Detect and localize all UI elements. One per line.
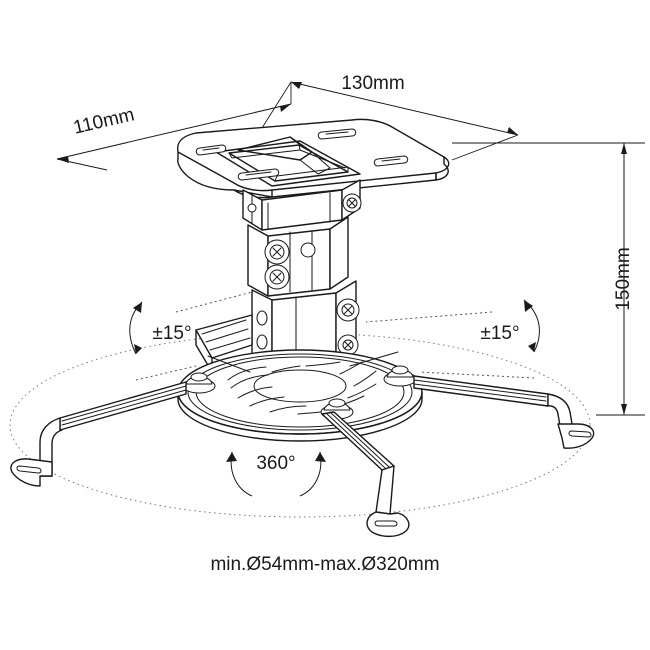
dimension-label-width: 130mm [341, 73, 404, 94]
diameter-range-caption: min.Ø54mm-max.Ø320mm [210, 554, 439, 575]
ceiling-plate-slot-rear-right [317, 128, 357, 140]
hub-boss-left [182, 372, 216, 394]
tilt-pivot-bolt-upper [336, 298, 360, 322]
rotation-arrowhead-left [226, 452, 237, 462]
arrowhead-150mm-top [621, 143, 627, 154]
tilt-left-leader-lower [135, 365, 197, 381]
dimension-height-150mm: 150mm [452, 142, 645, 416]
ceiling-plate-boss-lip-right [299, 149, 346, 169]
rotation-hub-plate [177, 349, 423, 442]
mount-arm-rear [207, 351, 399, 373]
column-hole-mid [300, 242, 316, 258]
mount-arm-left [10, 381, 187, 487]
dimension-width-130mm: 130mm [261, 73, 519, 161]
arm-front-channel-lines [325, 411, 390, 469]
hub-boss-right [383, 365, 417, 387]
column-mid-left [247, 224, 269, 297]
tilt-left-leader [175, 291, 253, 313]
extension-line-130mm-left [261, 81, 292, 129]
dimension-line-110mm [56, 103, 292, 160]
annotation-tilt-right: ±15° [365, 299, 540, 379]
column-knob-upper [264, 239, 290, 265]
ceiling-plate-slot-front-right [373, 155, 409, 167]
ceiling-plate-strut-foot [299, 151, 331, 175]
column-knob-lower [264, 264, 290, 290]
hub-plate-slots [227, 361, 377, 415]
annotation-label-tilt-left: ±15° [152, 323, 191, 344]
ceiling-plate-edge-right [435, 156, 449, 181]
ceiling-plate-strut-fold [289, 136, 313, 153]
ceiling-plate-slot-front-left [237, 168, 280, 181]
tilt-yoke-hole-upper [256, 310, 268, 326]
arrowhead-130mm-start [291, 82, 302, 89]
tilt-wing-left-ribs [201, 319, 251, 351]
arrowhead-150mm-bottom [621, 404, 627, 415]
annotation-tilt-left: ±15° [129, 291, 253, 381]
arrowhead-110mm-end [280, 104, 291, 112]
mount-arm-front [321, 411, 410, 538]
column-mid-right [329, 216, 349, 290]
annotation-label-tilt-right: ±15° [480, 323, 519, 344]
column-collar-bolt-left [247, 203, 257, 213]
hub-plate-ring-1 [187, 353, 413, 431]
tilt-yoke-hole-lower [256, 334, 268, 350]
dimension-label-height: 150mm [613, 247, 634, 310]
tilt-pivot-bolt-lower [337, 334, 359, 356]
tilt-right-arrowhead-bottom [528, 342, 536, 352]
column-collar-bolt-right [342, 193, 362, 213]
mount-arm-right [413, 375, 595, 449]
annotation-rotation-360: 360° [226, 451, 326, 497]
tilt-right-leader-lower [419, 371, 535, 379]
ceiling-plate [176, 118, 450, 199]
arrowhead-130mm-end [507, 127, 518, 135]
tilt-right-arrowhead-top [524, 300, 533, 312]
extension-line-130mm-right [451, 134, 519, 161]
tilt-left-arrowhead-bottom [134, 344, 142, 354]
annotation-label-rotation: 360° [256, 453, 295, 474]
hub-plate-thickness [177, 391, 423, 442]
arm-left-foot-slot [16, 465, 42, 474]
ceiling-plate-slot-rear-left [195, 144, 227, 156]
arm-right-foot-slot [568, 430, 592, 438]
arm-left-channel-lines [61, 385, 187, 426]
extension-line-110mm-left [56, 158, 108, 171]
tilt-right-leader [365, 311, 493, 323]
arm-rear-hint [207, 351, 399, 373]
ceiling-plate-boss-lip-front [274, 166, 349, 182]
dimension-line-130mm [290, 81, 519, 136]
arm-right-channel-lines [413, 379, 547, 402]
hub-plate-center-boss [253, 369, 347, 403]
tilt-left-arrowhead-top [133, 302, 142, 313]
arm-front-foot-slot [374, 520, 398, 527]
rotation-arrowhead-right [315, 452, 326, 462]
